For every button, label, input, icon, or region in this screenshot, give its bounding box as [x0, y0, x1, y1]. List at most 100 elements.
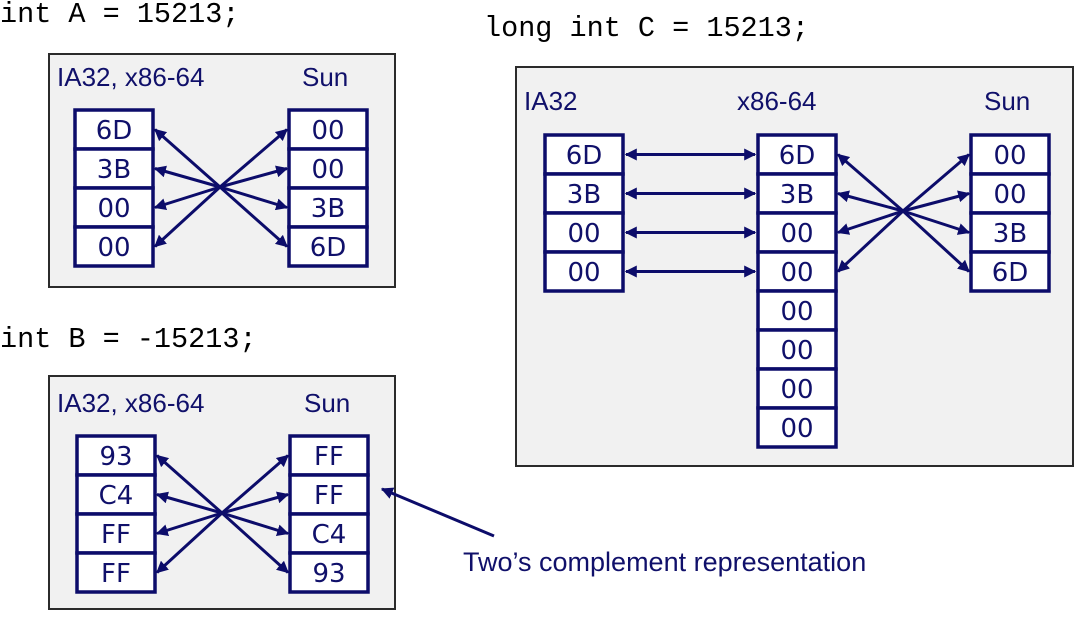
byte-value: FF — [314, 442, 344, 472]
byte-cell: 00 — [73, 186, 155, 229]
byte-value: 6D — [96, 116, 133, 146]
mapping-arrow — [836, 209, 904, 235]
byte-cell-box — [969, 172, 1051, 215]
mapping-arrow — [219, 185, 289, 211]
byte-cell: 00 — [756, 328, 838, 371]
byte-cell: 00 — [756, 250, 838, 293]
mapping-arrow — [155, 511, 224, 574]
byte-value: 3B — [780, 180, 814, 210]
byte-cell-box — [756, 328, 838, 371]
byte-cell: 00 — [543, 211, 625, 254]
column-label-b-sun: Sun — [304, 388, 350, 418]
byte-cell: FF — [288, 434, 370, 477]
byte-cell-box — [756, 133, 838, 176]
byte-value: 3B — [311, 194, 345, 224]
byte-value: 00 — [311, 155, 344, 185]
byte-cell: 6D — [287, 225, 369, 268]
column-label-a-sun: Sun — [302, 62, 348, 92]
byte-cell: 00 — [969, 133, 1051, 176]
byte-cell: 6D — [969, 250, 1051, 293]
byte-value: 00 — [567, 219, 600, 249]
byte-value: 00 — [97, 233, 130, 263]
byte-cell: C4 — [75, 473, 157, 516]
byte-value: 00 — [780, 336, 813, 366]
column-label-c-ia32: IA32 — [524, 86, 578, 116]
byte-cell: 3B — [73, 147, 155, 190]
declaration-a: int A = 15213; — [0, 0, 239, 31]
byte-value: 6D — [310, 233, 347, 263]
mapping-arrow — [153, 185, 222, 248]
mapping-arrow — [155, 491, 223, 515]
mapping-arrow — [837, 153, 904, 213]
mapping-arrow — [156, 454, 223, 515]
mapping-arrow — [901, 209, 971, 273]
mapping-arrow — [219, 128, 288, 189]
byte-cell: 6D — [756, 133, 838, 176]
byte-cell: FF — [75, 512, 157, 555]
byte-cell-box — [543, 133, 625, 176]
declaration-b: int B = -15213; — [0, 323, 257, 356]
annotation-text: Two’s complement representation — [463, 547, 866, 577]
byte-value: 6D — [992, 258, 1029, 288]
byte-value: 93 — [312, 559, 345, 589]
mapping-arrow — [221, 511, 290, 537]
byte-cell-box — [288, 434, 370, 477]
byte-cell-box — [73, 186, 155, 229]
byte-cell: 00 — [287, 147, 369, 190]
byte-mapping-arrows-c — [624, 148, 971, 278]
byte-value: 3B — [567, 180, 601, 210]
byte-value: 00 — [780, 414, 813, 444]
byte-value: C4 — [99, 481, 134, 511]
byte-cell: 00 — [543, 250, 625, 293]
byte-column-a-little-endian: 6D 3B 00 00 — [73, 108, 155, 268]
byte-cell-box — [75, 551, 157, 594]
byte-cell: 93 — [75, 434, 157, 477]
byte-cell: 3B — [543, 172, 625, 215]
byte-value: FF — [101, 559, 131, 589]
mapping-arrow — [154, 128, 221, 189]
byte-mapping-arrows-a — [153, 128, 289, 248]
byte-cell: C4 — [288, 512, 370, 555]
mapping-arrow — [219, 185, 288, 248]
byte-cell: 00 — [756, 211, 838, 254]
byte-cell-box — [73, 225, 155, 268]
byte-value: 6D — [566, 141, 603, 171]
byte-value: 3B — [97, 155, 131, 185]
byte-cell: 93 — [288, 551, 370, 594]
byte-value: FF — [101, 520, 131, 550]
mapping-arrow — [153, 165, 221, 189]
byte-value: FF — [314, 481, 344, 511]
byte-cell: 00 — [73, 225, 155, 268]
mapping-arrow — [155, 511, 223, 536]
mapping-arrow — [220, 511, 290, 574]
byte-cell-box — [756, 172, 838, 215]
byte-column-c-ia32: 6D 3B 00 00 — [543, 133, 625, 293]
byte-mapping-arrows-b — [155, 454, 290, 574]
byte-cell: 3B — [756, 172, 838, 215]
byte-value: 00 — [567, 258, 600, 288]
mapping-arrow — [902, 153, 970, 213]
byte-cell-box — [543, 250, 625, 293]
byte-value: 00 — [780, 375, 813, 405]
byte-cell: 00 — [756, 289, 838, 332]
column-label-b-little-endian: IA32, x86-64 — [57, 388, 204, 418]
byte-cell-box — [756, 406, 838, 449]
byte-value: 93 — [99, 442, 132, 472]
byte-value: 00 — [97, 194, 130, 224]
byte-value: 00 — [993, 141, 1026, 171]
byte-cell: FF — [75, 551, 157, 594]
byte-cell-box — [287, 108, 369, 151]
byte-cell-box — [288, 512, 370, 555]
column-label-a-little-endian: IA32, x86-64 — [57, 62, 204, 92]
mapping-arrow — [902, 190, 971, 213]
byte-value: 00 — [780, 297, 813, 327]
mapping-arrow — [153, 185, 221, 210]
byte-cell: 00 — [969, 172, 1051, 215]
byte-cell: 3B — [287, 186, 369, 229]
mapping-arrow — [836, 209, 905, 273]
byte-value: C4 — [312, 520, 347, 550]
column-label-c-sun: Sun — [984, 86, 1030, 116]
